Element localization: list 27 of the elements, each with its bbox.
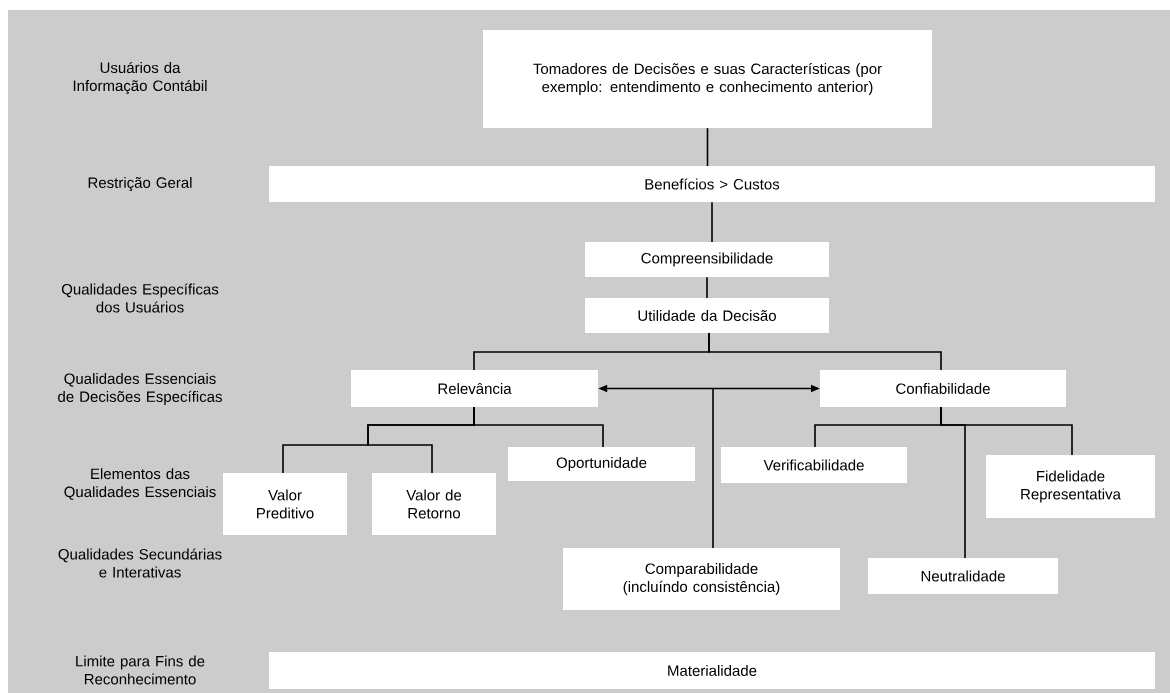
text-box: Confiabilidade (820, 370, 1066, 407)
connector-line (706, 276, 708, 299)
text-box: Benefícios > Custos (269, 166, 1155, 202)
connector-line (712, 388, 714, 549)
connector-line (473, 406, 604, 448)
text-box: Comparabilidade (incluíndo consistência) (563, 548, 840, 610)
row-label: Qualidades Secundárias e Interativas (58, 548, 222, 578)
text-box: Compreensibilidade (585, 242, 829, 277)
connector-line (706, 127, 709, 167)
row-label: Limite para Fins de Reconhecimento (76, 655, 205, 685)
text-box: Materialidade (269, 652, 1155, 689)
text-box: Relevância (351, 370, 598, 407)
row-label: Usuários da Informação Contábil (73, 61, 207, 95)
row-label: Qualidades Essenciais de Decisões Específicas (58, 373, 222, 405)
text-box: Neutralidade (868, 558, 1058, 594)
row-label: Qualidades Específicas dos Usuários (61, 283, 219, 313)
text-box: Valor de Retorno (372, 473, 496, 535)
row-label: Restrição Geral (88, 176, 192, 192)
connector-line (708, 332, 942, 371)
text-box: Tomadores de Decisões e suas Características (por exemplo: entendimento e conhecimento anterior) (483, 30, 932, 128)
connector-line (940, 406, 1073, 456)
text-box: Valor Preditivo (223, 473, 347, 535)
text-box: Oportunidade (508, 447, 695, 481)
connector-line (711, 201, 713, 243)
text-box: Fidelidade Representativa (986, 455, 1155, 518)
text-box: Verificabilidade (721, 447, 907, 483)
text-box: Utilidade da Decisão (585, 298, 829, 333)
